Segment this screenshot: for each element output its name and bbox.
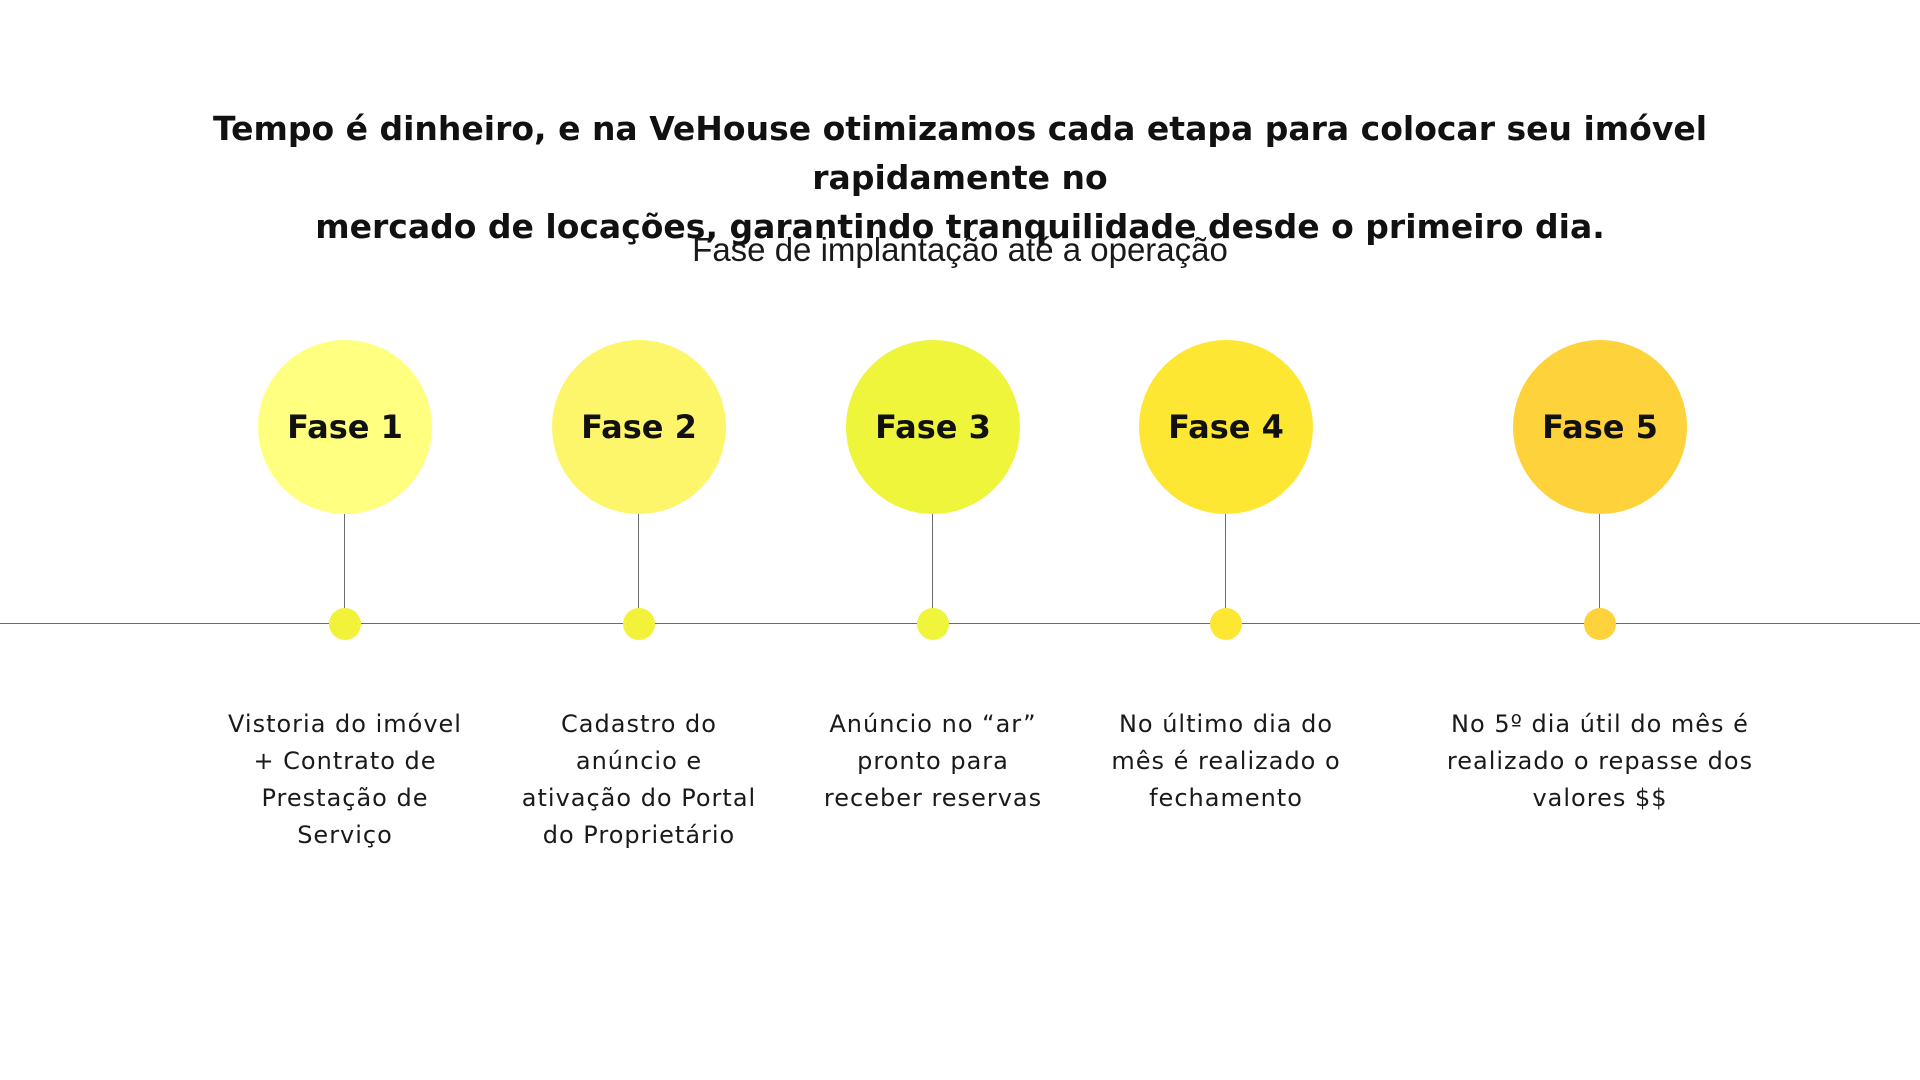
headline: Tempo é dinheiro, e na VeHouse otimizamo… bbox=[110, 104, 1810, 251]
phase-3-marker bbox=[917, 608, 949, 640]
timeline-axis bbox=[0, 623, 1920, 624]
phase-3-connector bbox=[932, 514, 933, 610]
phase-4-connector bbox=[1225, 514, 1226, 610]
phase-4-marker bbox=[1210, 608, 1242, 640]
phase-5-connector bbox=[1599, 514, 1600, 610]
phase-3-description: Anúncio no “ar” pronto para receber rese… bbox=[823, 710, 1043, 812]
headline-line-2: mercado de locações, garantindo tranquil… bbox=[315, 207, 1605, 246]
headline-line-1: Tempo é dinheiro, e na VeHouse otimizamo… bbox=[212, 109, 1708, 197]
phase-1-description: Vistoria do imóvel + Contrato de Prestaç… bbox=[228, 710, 462, 849]
phase-1-connector bbox=[344, 514, 345, 610]
phase-2-connector bbox=[638, 514, 639, 610]
phase-5-marker bbox=[1584, 608, 1616, 640]
phase-2-marker bbox=[623, 608, 655, 640]
phase-2-description: Cadastro do anúncio e ativação do Portal… bbox=[521, 710, 757, 849]
subtitle: Fase de implantação até a operação bbox=[692, 231, 1228, 268]
phase-4-circle: Fase 4 bbox=[1139, 340, 1313, 514]
phase-4-description: No último dia do mês é realizado o fecha… bbox=[1111, 710, 1341, 812]
phase-3-circle: Fase 3 bbox=[846, 340, 1020, 514]
phase-5-description: No 5º dia útil do mês é realizado o repa… bbox=[1446, 710, 1754, 812]
phase-5-circle: Fase 5 bbox=[1513, 340, 1687, 514]
phase-2-circle: Fase 2 bbox=[552, 340, 726, 514]
phase-1-marker bbox=[329, 608, 361, 640]
phase-1-circle: Fase 1 bbox=[258, 340, 432, 514]
